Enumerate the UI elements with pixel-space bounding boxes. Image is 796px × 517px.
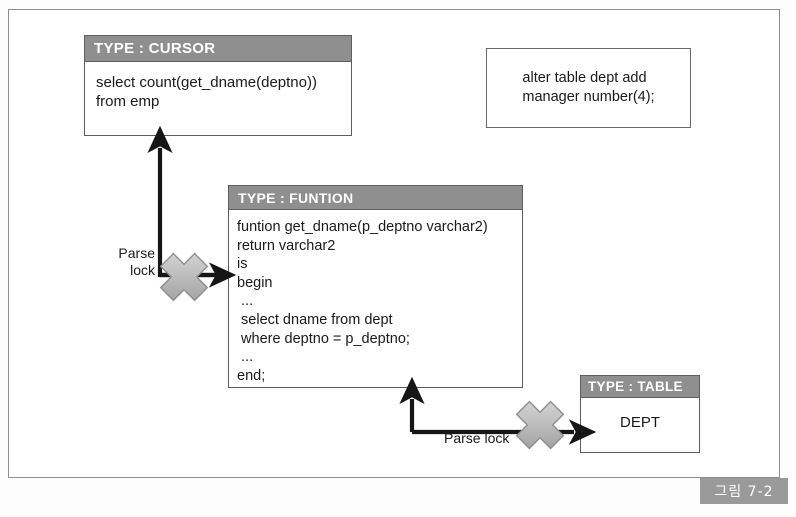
function-box-header: TYPE : FUNTION xyxy=(229,186,522,210)
function-box: TYPE : FUNTION funtion get_dname(p_deptn… xyxy=(228,185,523,388)
figure-label: 그림 7-2 xyxy=(700,478,788,504)
function-box-body: funtion get_dname(p_deptno varchar2) ret… xyxy=(237,219,488,384)
table-box-body: DEPT xyxy=(619,414,660,431)
cursor-box-body: select count(get_dname(deptno)) from emp xyxy=(96,74,317,110)
parse-lock-label-function-table: Parse lock xyxy=(444,430,510,446)
alter-statement-text: alter table dept add manager number(4); xyxy=(522,70,655,105)
cursor-box-header: TYPE : CURSOR xyxy=(85,36,351,62)
parse-lock-label-cursor-function: Parse lock xyxy=(118,245,155,278)
table-box-header: TYPE : TABLE xyxy=(581,376,699,398)
alter-statement-box: alter table dept add manager number(4); xyxy=(486,48,691,128)
cursor-box: TYPE : CURSOR select count(get_dname(dep… xyxy=(84,35,352,136)
table-box: TYPE : TABLE DEPT xyxy=(580,375,700,453)
